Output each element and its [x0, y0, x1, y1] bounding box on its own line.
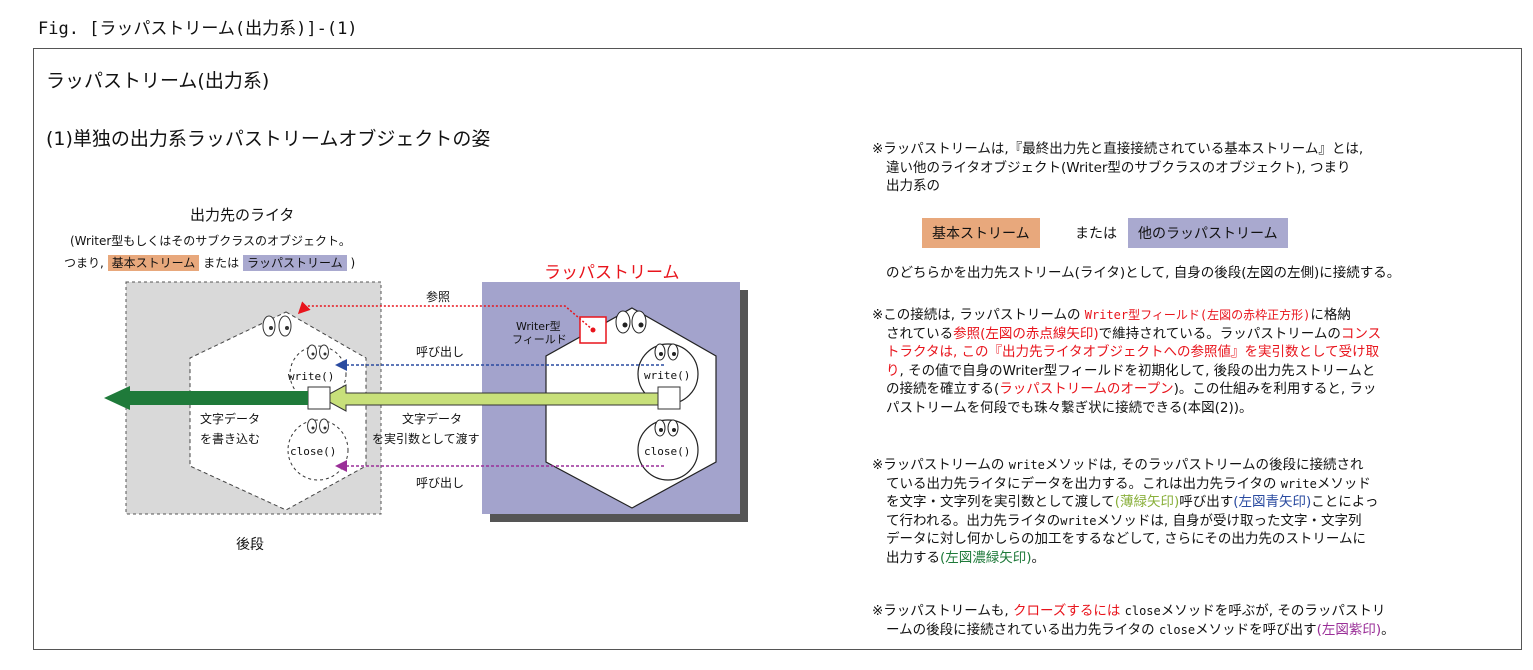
- wrapper-eyes-icon: [615, 310, 647, 334]
- note-1: ※ラッパストリームは,『最終出力先と直接接続されている基本ストリーム』とは, 違…: [872, 141, 1364, 194]
- writer-basic-highlight: 基本ストリーム: [107, 255, 200, 271]
- writer-write-port: [307, 386, 331, 410]
- writer-close-label: close(): [290, 445, 337, 458]
- writer-wrapper-highlight: ラッパストリーム: [242, 255, 347, 271]
- figure-frame: [33, 48, 1522, 650]
- note-2: ※この接続は, ラッパストリームの Writer型フィールド(左図の赤枠正方形)…: [872, 307, 1382, 416]
- chardata-left-2: を書き込む: [200, 432, 261, 446]
- label-call-close: 呼び出し: [416, 476, 465, 490]
- chardata-right-2: を実引数として渡す: [372, 432, 480, 446]
- writer-desc: (Writer型もしくはそのサブクラスのオブジェクト。: [70, 234, 351, 248]
- writer-write-eyes-icon: [307, 344, 329, 360]
- chardata-right-1: 文字データ: [402, 412, 463, 426]
- wrapper-write-port: [657, 386, 681, 410]
- main-title: ラッパストリーム(出力系): [46, 70, 270, 92]
- legend-or: または: [1075, 226, 1117, 242]
- wrapper-write-eyes-icon: [654, 343, 679, 361]
- write-data-arrow: [104, 386, 308, 410]
- label-call-write: 呼び出し: [416, 345, 465, 359]
- writer-close-eyes-icon: [307, 418, 329, 434]
- pass-data-arrow: [320, 384, 665, 412]
- chardata-left-1: 文字データ: [200, 412, 261, 426]
- writer-close-circle: [287, 419, 349, 481]
- field-label-1: Writer型: [516, 320, 561, 333]
- note-4: ※ラッパストリームも, クローズするには closeメソッドを呼ぶが, そのラッ…: [872, 603, 1395, 638]
- writer-eyes-icon: [262, 315, 292, 337]
- reference-arrow: [297, 301, 594, 331]
- wrapper-write-label: write(): [644, 369, 691, 382]
- writer-write-label: write(): [288, 370, 335, 383]
- note-1-cont: のどちらかを出力先ストリーム(ライタ)として, 自身の後段(左図の左側)に接続す…: [886, 265, 1401, 281]
- wrapper-close-circle: [637, 419, 699, 481]
- wrapper-close-label: close(): [644, 445, 691, 458]
- legend-basic: 基本ストリーム: [922, 218, 1040, 248]
- writer-title: 出力先のライタ: [190, 206, 295, 224]
- field-label-2: フィールド: [512, 333, 567, 346]
- wrapper-close-eyes-icon: [654, 419, 679, 437]
- wrapper-stream-diagram: [104, 281, 748, 522]
- figure-caption: Fig. [ラッパストリーム(出力系)]-(1): [38, 19, 358, 39]
- note-3: ※ラッパストリームの writeメソッドは, そのラッパストリームの後段に接続さ…: [872, 457, 1379, 566]
- legend-wrapper: 他のラッパストリーム: [1128, 218, 1288, 248]
- label-reference: 参照: [426, 290, 451, 304]
- section-title: (1)単独の出力系ラッパストリームオブジェクトの姿: [46, 128, 491, 150]
- writer-desc-2: つまり, 基本ストリーム または ラッパストリーム ): [64, 255, 356, 271]
- label-rear: 後段: [236, 537, 264, 553]
- wrapper-title: ラッパストリーム: [544, 263, 680, 283]
